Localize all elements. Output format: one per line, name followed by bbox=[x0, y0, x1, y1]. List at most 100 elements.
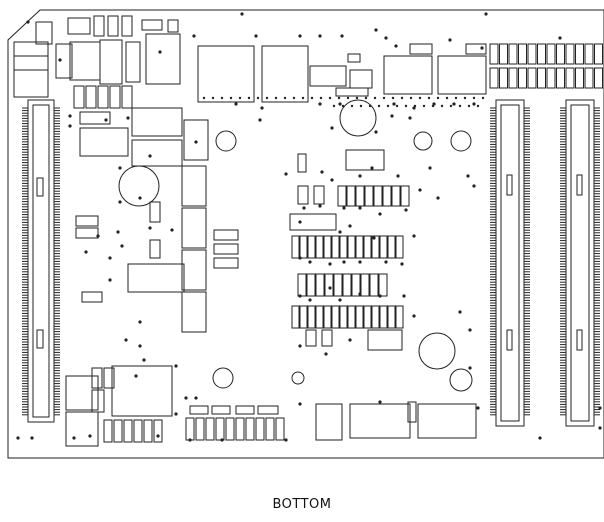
ic-package bbox=[363, 235, 372, 259]
ic-package bbox=[347, 235, 356, 259]
via-dot bbox=[118, 166, 122, 170]
via-dot bbox=[126, 116, 130, 120]
via-dot bbox=[374, 130, 378, 134]
ic-package bbox=[355, 305, 364, 329]
ic-package bbox=[245, 417, 255, 441]
via-dot bbox=[124, 338, 128, 342]
via-dot bbox=[409, 96, 413, 100]
ic-package bbox=[387, 305, 396, 329]
resistor-array bbox=[594, 43, 603, 65]
via-dot bbox=[202, 96, 206, 100]
ic-package bbox=[297, 273, 307, 297]
ic-package bbox=[369, 273, 379, 297]
via-dot bbox=[148, 226, 152, 230]
via-dot bbox=[359, 104, 363, 108]
via-dot bbox=[378, 212, 382, 216]
ic-package bbox=[342, 273, 352, 297]
via-dot bbox=[292, 96, 296, 100]
via-dot bbox=[484, 12, 488, 16]
via-dot bbox=[346, 96, 350, 100]
via-dot bbox=[392, 102, 396, 106]
ic-package bbox=[346, 185, 356, 207]
via-dot bbox=[432, 102, 436, 106]
components bbox=[13, 15, 603, 447]
via-dot bbox=[481, 96, 485, 100]
via-dot bbox=[194, 140, 198, 144]
via-dot bbox=[358, 292, 362, 296]
via-dot bbox=[142, 358, 146, 362]
via-dot bbox=[370, 166, 374, 170]
via-dot bbox=[413, 104, 417, 108]
via-dot bbox=[298, 220, 302, 224]
via-dot bbox=[260, 106, 264, 110]
ic-package bbox=[143, 419, 153, 443]
resistor-array bbox=[499, 43, 508, 65]
ic-package bbox=[395, 235, 404, 259]
ic-package bbox=[351, 273, 361, 297]
ic-package bbox=[371, 235, 380, 259]
ic-package bbox=[337, 185, 347, 207]
via-dot bbox=[220, 438, 224, 442]
ic-package bbox=[103, 419, 113, 443]
via-dot bbox=[256, 96, 260, 100]
resistor-array bbox=[518, 67, 527, 89]
via-dot bbox=[394, 44, 398, 48]
ic-package bbox=[355, 235, 364, 259]
ic-package bbox=[363, 305, 372, 329]
ic-package bbox=[347, 305, 356, 329]
ic-package bbox=[225, 417, 235, 441]
via-dot bbox=[422, 104, 426, 108]
via-dot bbox=[384, 260, 388, 264]
via-dot bbox=[396, 174, 400, 178]
ic-package bbox=[400, 185, 410, 207]
via-dot bbox=[337, 96, 341, 100]
ic-package bbox=[133, 419, 143, 443]
ic-package bbox=[195, 417, 205, 441]
via-dot bbox=[310, 96, 314, 100]
ic-package bbox=[324, 273, 334, 297]
via-dot bbox=[364, 96, 368, 100]
via-dot bbox=[108, 256, 112, 260]
ic-package bbox=[391, 185, 401, 207]
via-dot bbox=[318, 34, 322, 38]
via-dot bbox=[412, 314, 416, 318]
ic-package bbox=[113, 419, 123, 443]
via-dot bbox=[328, 286, 332, 290]
ic-package bbox=[373, 185, 383, 207]
via-dot bbox=[427, 96, 431, 100]
resistor-array bbox=[565, 43, 575, 65]
via-dot bbox=[436, 196, 440, 200]
via-dot bbox=[156, 434, 160, 438]
resistor-array bbox=[537, 43, 546, 65]
via-dot bbox=[342, 206, 346, 210]
ic-package bbox=[215, 417, 225, 441]
board-side-caption: BOTTOM bbox=[272, 497, 332, 512]
via-dot bbox=[358, 174, 362, 178]
via-dot bbox=[30, 436, 34, 440]
via-dot bbox=[332, 104, 336, 108]
via-dot bbox=[220, 96, 224, 100]
ic-package bbox=[387, 235, 396, 259]
via-dot bbox=[348, 338, 352, 342]
ic-package bbox=[355, 185, 365, 207]
via-dot bbox=[358, 260, 362, 264]
ic-package bbox=[307, 235, 316, 259]
via-dot bbox=[138, 196, 142, 200]
resistor-array bbox=[594, 67, 603, 89]
ic-package bbox=[265, 417, 275, 441]
ic-package bbox=[255, 417, 265, 441]
via-dot bbox=[298, 256, 302, 260]
resistor-array bbox=[546, 67, 556, 89]
via-dot bbox=[192, 34, 196, 38]
ic-package bbox=[291, 235, 300, 259]
via-dot bbox=[341, 104, 345, 108]
ic-package bbox=[153, 419, 163, 443]
via-dot bbox=[26, 20, 30, 24]
via-dot bbox=[258, 118, 262, 122]
via-dot bbox=[308, 260, 312, 264]
resistor-array bbox=[537, 67, 546, 89]
ic-package bbox=[205, 417, 215, 441]
via-dot bbox=[377, 104, 381, 108]
via-dot bbox=[358, 206, 362, 210]
via-dot bbox=[211, 96, 215, 100]
